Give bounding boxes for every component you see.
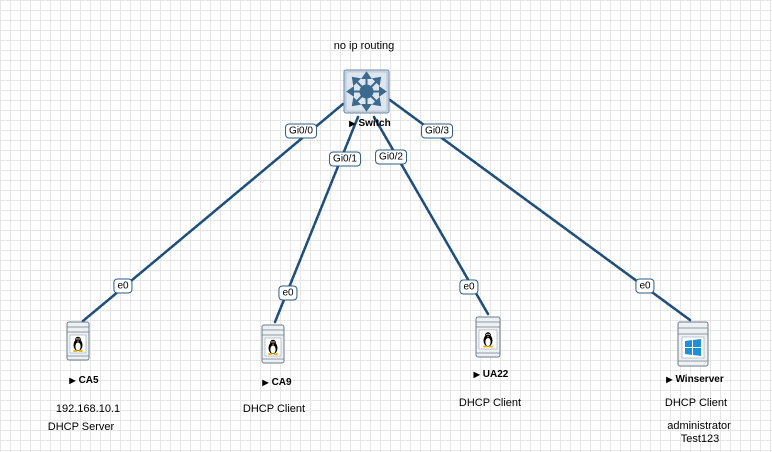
host-name-ua22[interactable]: ▶UA22 — [474, 369, 509, 380]
linux-server-icon — [475, 316, 501, 358]
host-name-text: UA22 — [482, 369, 509, 380]
switch-name-label[interactable]: ▶Switch — [349, 118, 390, 129]
ca5-role-note: DHCP Server — [47, 421, 115, 433]
winserver-user-note: administrator — [667, 420, 731, 432]
host-ua22[interactable] — [475, 316, 501, 358]
ca9-role-note: DHCP Client — [242, 403, 306, 415]
winserver-password-note: Test123 — [680, 433, 720, 445]
host-ca5[interactable] — [66, 321, 90, 361]
multilayer-switch-icon — [343, 69, 390, 114]
linux-server-icon — [66, 321, 90, 361]
ua22-role-note: DHCP Client — [458, 397, 522, 409]
play-triangle-icon: ▶ — [666, 375, 673, 384]
host-name-ca5[interactable]: ▶CA5 — [69, 375, 98, 386]
host-name-text: Winserver — [675, 374, 724, 385]
switch-node[interactable] — [343, 69, 390, 114]
linux-server-icon — [261, 324, 285, 364]
host-ca9[interactable] — [261, 324, 285, 364]
winserver-role-note: DHCP Client — [664, 397, 728, 409]
play-triangle-icon: ▶ — [349, 119, 356, 128]
port-label-gi0-3: Gi0/3 — [421, 123, 453, 139]
play-triangle-icon: ▶ — [262, 378, 269, 387]
host-name-text: CA9 — [271, 377, 292, 388]
play-triangle-icon: ▶ — [473, 370, 480, 379]
ca5-ip-note: 192.168.10.1 — [55, 403, 121, 415]
port-label-winserver-e0: e0 — [635, 278, 655, 294]
port-label-ua22-e0: e0 — [459, 279, 479, 295]
host-name-winserver[interactable]: ▶Winserver — [666, 374, 723, 385]
host-name-text: CA5 — [78, 375, 99, 386]
windows-server-icon — [677, 321, 709, 367]
switch-name: Switch — [358, 118, 391, 129]
port-label-ca5-e0: e0 — [113, 278, 133, 294]
port-label-gi0-0: Gi0/0 — [285, 123, 317, 139]
host-winserver[interactable] — [677, 321, 709, 367]
play-triangle-icon: ▶ — [69, 376, 76, 385]
host-name-ca9[interactable]: ▶CA9 — [262, 377, 291, 388]
port-label-gi0-2: Gi0/2 — [375, 149, 407, 165]
port-label-ca9-e0: e0 — [278, 285, 298, 301]
port-label-gi0-1: Gi0/1 — [329, 151, 361, 167]
routing-note: no ip routing — [333, 40, 395, 52]
